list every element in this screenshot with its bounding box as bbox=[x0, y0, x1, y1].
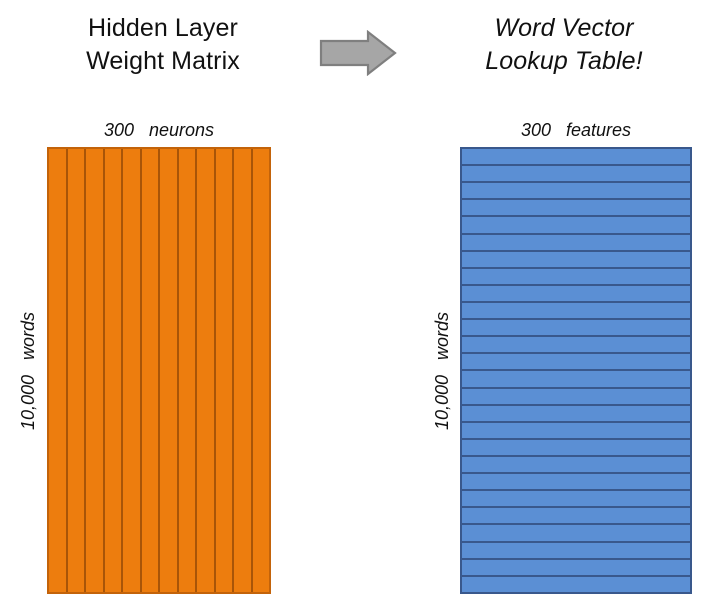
matrix-cell bbox=[462, 200, 690, 218]
matrix-cell bbox=[462, 234, 690, 252]
left-column-header: 300 neurons bbox=[103, 120, 215, 140]
matrix-cell bbox=[178, 149, 197, 592]
matrix-cell bbox=[462, 217, 690, 235]
matrix-cell bbox=[462, 149, 690, 167]
matrix-cell bbox=[462, 371, 690, 389]
matrix-cell bbox=[67, 149, 86, 592]
left-row-label: 10,000 words bbox=[18, 311, 38, 431]
matrix-cell bbox=[462, 456, 690, 475]
matrix-cell bbox=[462, 405, 690, 423]
matrix-cell bbox=[462, 422, 690, 440]
matrix-cell bbox=[462, 268, 690, 286]
matrix-cell bbox=[462, 525, 690, 543]
matrix-cell bbox=[462, 576, 690, 592]
matrix-cell bbox=[462, 388, 690, 406]
matrix-cell bbox=[160, 149, 179, 592]
matrix-cell bbox=[462, 542, 690, 560]
matrix-cell bbox=[462, 251, 690, 269]
right-arrow-icon bbox=[319, 29, 397, 77]
left-panel-title: Hidden Layer Weight Matrix bbox=[86, 14, 240, 75]
right-panel-title: Word Vector Lookup Table! bbox=[485, 14, 643, 75]
matrix-cell bbox=[462, 508, 690, 526]
right-column-header: 300 features bbox=[520, 120, 632, 140]
matrix-cell bbox=[49, 149, 68, 592]
matrix-cell bbox=[462, 559, 690, 577]
matrix-cell bbox=[462, 320, 690, 338]
matrix-cell bbox=[215, 149, 234, 592]
matrix-cell bbox=[462, 166, 690, 184]
matrix-cell bbox=[462, 183, 690, 201]
matrix-cell bbox=[123, 149, 142, 592]
matrix-cell bbox=[462, 337, 690, 355]
matrix-cell bbox=[462, 439, 690, 457]
hidden-layer-weight-matrix bbox=[47, 147, 271, 594]
word-vector-lookup-table bbox=[460, 147, 692, 594]
matrix-cell bbox=[462, 474, 690, 492]
matrix-cell bbox=[462, 491, 690, 509]
matrix-cell bbox=[86, 149, 105, 592]
matrix-cell bbox=[104, 149, 123, 592]
transform-arrow bbox=[318, 29, 398, 77]
matrix-cell bbox=[252, 149, 269, 592]
matrix-cell bbox=[462, 302, 690, 321]
right-row-label: 10,000 words bbox=[432, 311, 452, 431]
matrix-cell bbox=[141, 149, 160, 592]
matrix-cell bbox=[462, 354, 690, 372]
matrix-cell bbox=[462, 285, 690, 303]
matrix-cell bbox=[234, 149, 253, 592]
matrix-cell bbox=[197, 149, 216, 592]
